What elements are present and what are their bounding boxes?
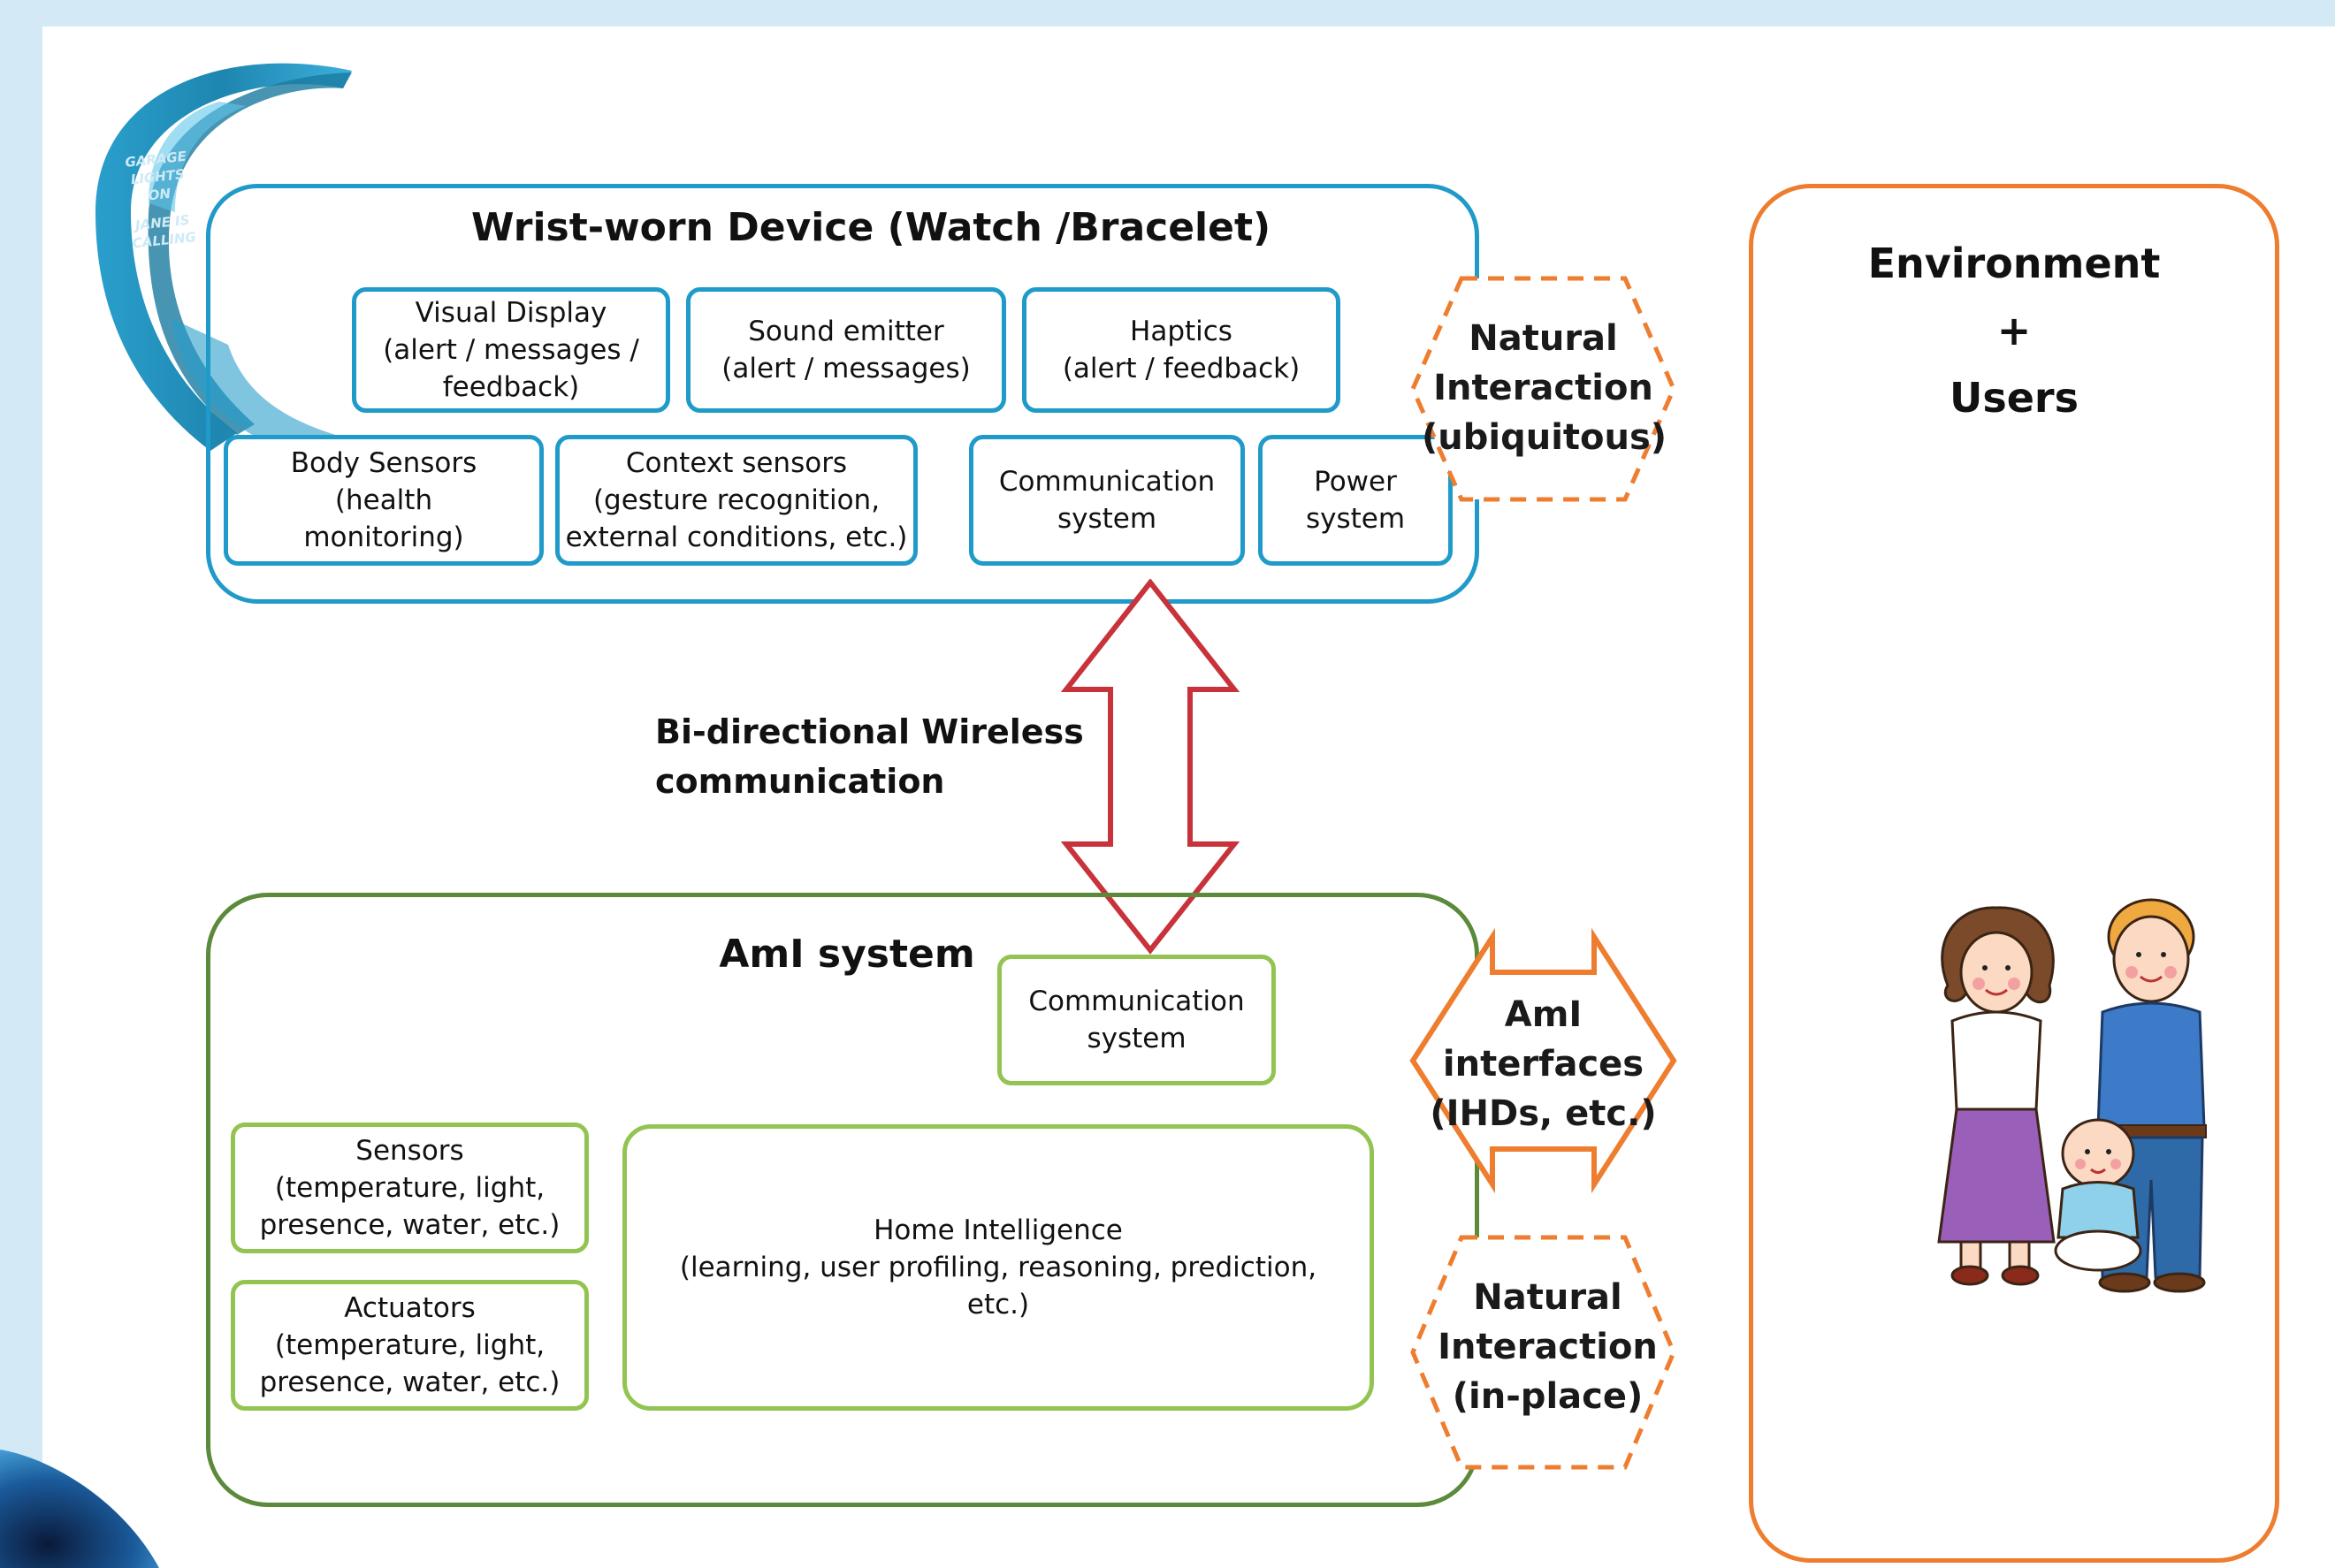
wireless-double-arrow — [1060, 579, 1240, 955]
aml-communication-box: Communication system — [997, 955, 1276, 1085]
natural-interaction-ubiquitous-arrow — [1410, 276, 1676, 502]
body-sensors-box: Body Sensors (health monitoring) — [224, 435, 544, 566]
wrist-communication-box: Communication system — [969, 435, 1245, 566]
visual-display-box: Visual Display (alert / messages / feedb… — [352, 287, 670, 413]
aml-system-container — [206, 893, 1479, 1507]
aml-system-title: AmI system — [719, 932, 975, 977]
bracelet-image — [95, 63, 361, 460]
sound-emitter-box: Sound emitter (alert / messages) — [686, 287, 1006, 413]
haptics-box: Haptics (alert / feedback) — [1022, 287, 1340, 413]
environment-container — [1749, 184, 2279, 1563]
natural-interaction-ubiquitous-label: Natural Interaction (ubiquitous) — [1422, 318, 1667, 458]
aml-interfaces-arrow — [1409, 928, 1677, 1193]
wrist-device-title: Wrist-worn Device (Watch /Bracelet) — [471, 205, 1271, 250]
wireless-label: Bi-directional Wireless communication — [655, 712, 1084, 801]
bracelet-text: GARAGE LIGHTS ON JANE IS CALLING — [124, 148, 197, 252]
aml-interfaces-label: AmI interfaces (IHDs, etc.) — [1430, 994, 1657, 1134]
sensors-box: Sensors (temperature, light, presence, w… — [231, 1123, 589, 1253]
power-system-box: Power system — [1258, 435, 1453, 566]
natural-interaction-in-place-arrow — [1410, 1235, 1676, 1470]
context-sensors-box: Context sensors (gesture recognition, ex… — [555, 435, 918, 566]
actuators-box: Actuators (temperature, light, presence,… — [231, 1280, 589, 1411]
corner-decoration — [0, 1450, 159, 1568]
diagram-canvas: GARAGE LIGHTS ON JANE IS CALLING Wrist-w… — [42, 27, 2335, 1568]
natural-interaction-in-place-label: Natural Interaction (in-place) — [1438, 1277, 1658, 1417]
environment-title: Environment + Users — [1867, 240, 2161, 422]
home-intelligence-box: Home Intelligence (learning, user profil… — [622, 1124, 1374, 1411]
family-illustration — [1937, 898, 2207, 1293]
